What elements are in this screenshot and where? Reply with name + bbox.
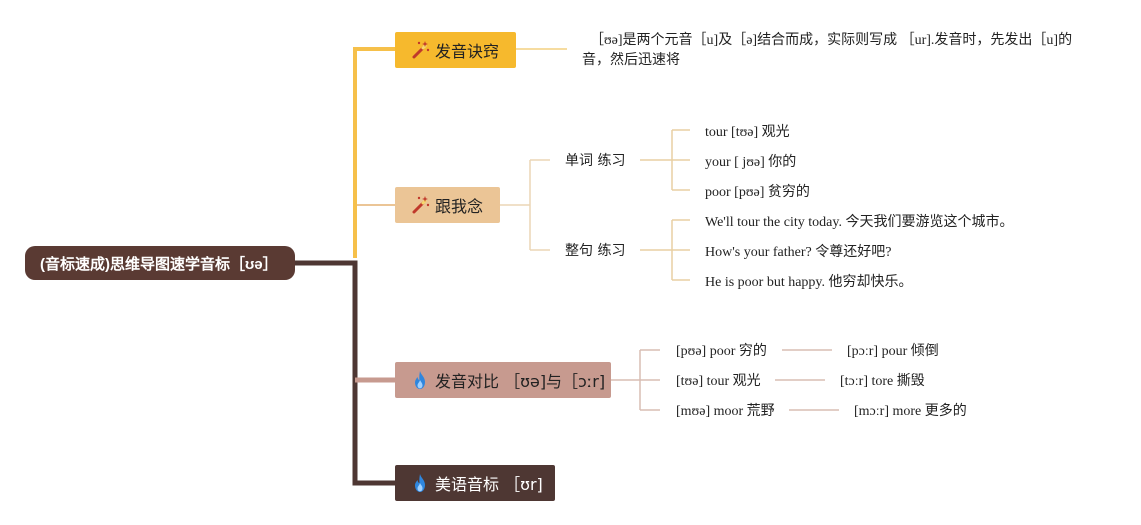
item-text: [mɔːr] more 更多的 — [854, 404, 967, 419]
branch-label: 发音对比 ［ʊə]与［ɔːr] — [435, 372, 606, 391]
connector-sentence-items — [640, 219, 690, 281]
item-text: [pɔːr] pour 倾倒 — [847, 344, 939, 359]
list-item[interactable]: poor [pʊə] 贫穷的 — [705, 181, 810, 201]
branch-label: 跟我念 — [435, 197, 484, 216]
branch-american-phonetic[interactable]: 美语音标 ［ʊr] — [395, 465, 555, 501]
branch-read-along[interactable]: 跟我念 — [395, 187, 500, 223]
list-item[interactable]: He is poor but happy. 他穷却快乐。 — [705, 271, 913, 291]
item-text: We'll tour the city today. 今天我们要游览这个城市。 — [705, 215, 1014, 230]
connector-root-trunk — [295, 260, 395, 486]
magic-wand-icon — [412, 196, 430, 214]
fire-icon — [415, 474, 425, 492]
pronunciation-note: ［ʊə]是两个元音［u]及［ə]结合而成，实际则写成 ［ur].发音时，先发出［… — [582, 33, 1073, 68]
group-word-practice[interactable]: 单词 练习 — [565, 150, 625, 170]
list-item[interactable]: your [ jʊə] 你的 — [705, 151, 796, 171]
branch-label: 美语音标 ［ʊr] — [435, 475, 543, 494]
connector-groups — [500, 159, 550, 251]
branch-pronunciation-contrast[interactable]: 发音对比 ［ʊə]与［ɔːr] — [395, 362, 611, 398]
list-item[interactable]: tour [tʊə] 观光 — [705, 121, 790, 141]
item-text: [tʊə] tour 观光 — [676, 374, 761, 389]
pair-right[interactable]: [tɔːr] tore 撕毁 — [840, 370, 925, 390]
root-label: (音标速成)思维导图速学音标［ʊə］ — [40, 255, 278, 273]
fire-icon — [415, 371, 425, 389]
item-text: poor [pʊə] 贫穷的 — [705, 185, 810, 200]
root-node[interactable]: (音标速成)思维导图速学音标［ʊə］ — [25, 246, 295, 280]
connector-branch-1 — [353, 47, 395, 258]
item-text: [pʊə] poor 穷的 — [676, 344, 767, 359]
list-item[interactable]: How's your father? 令尊还好吧? — [705, 241, 891, 261]
group-label: 单词 练习 — [565, 153, 626, 169]
item-text: your [ jʊə] 你的 — [705, 155, 797, 170]
item-text: [tɔːr] tore 撕毁 — [840, 374, 925, 389]
group-sentence-practice[interactable]: 整句 练习 — [565, 240, 625, 260]
pair-right[interactable]: [pɔːr] pour 倾倒 — [847, 340, 939, 360]
item-text: How's your father? 令尊还好吧? — [705, 245, 892, 260]
pair-left[interactable]: [pʊə] poor 穷的 — [676, 340, 767, 360]
pair-left[interactable]: [mʊə] moor 荒野 — [676, 400, 775, 420]
connector-pairs — [611, 349, 660, 411]
branch-pronunciation-tips[interactable]: 发音诀窍 — [395, 32, 516, 68]
magic-wand-icon — [412, 41, 430, 59]
branch-label: 发音诀窍 — [435, 42, 500, 61]
pair-left[interactable]: [tʊə] tour 观光 — [676, 370, 761, 390]
pair-right[interactable]: [mɔːr] more 更多的 — [854, 400, 967, 420]
item-text: tour [tʊə] 观光 — [705, 125, 790, 140]
connector-word-items — [640, 129, 690, 191]
list-item[interactable]: We'll tour the city today. 今天我们要游览这个城市。 — [705, 211, 1013, 231]
group-label: 整句 练习 — [565, 243, 626, 259]
item-text: He is poor but happy. 他穷却快乐。 — [705, 275, 913, 290]
item-text: [mʊə] moor 荒野 — [676, 404, 775, 419]
